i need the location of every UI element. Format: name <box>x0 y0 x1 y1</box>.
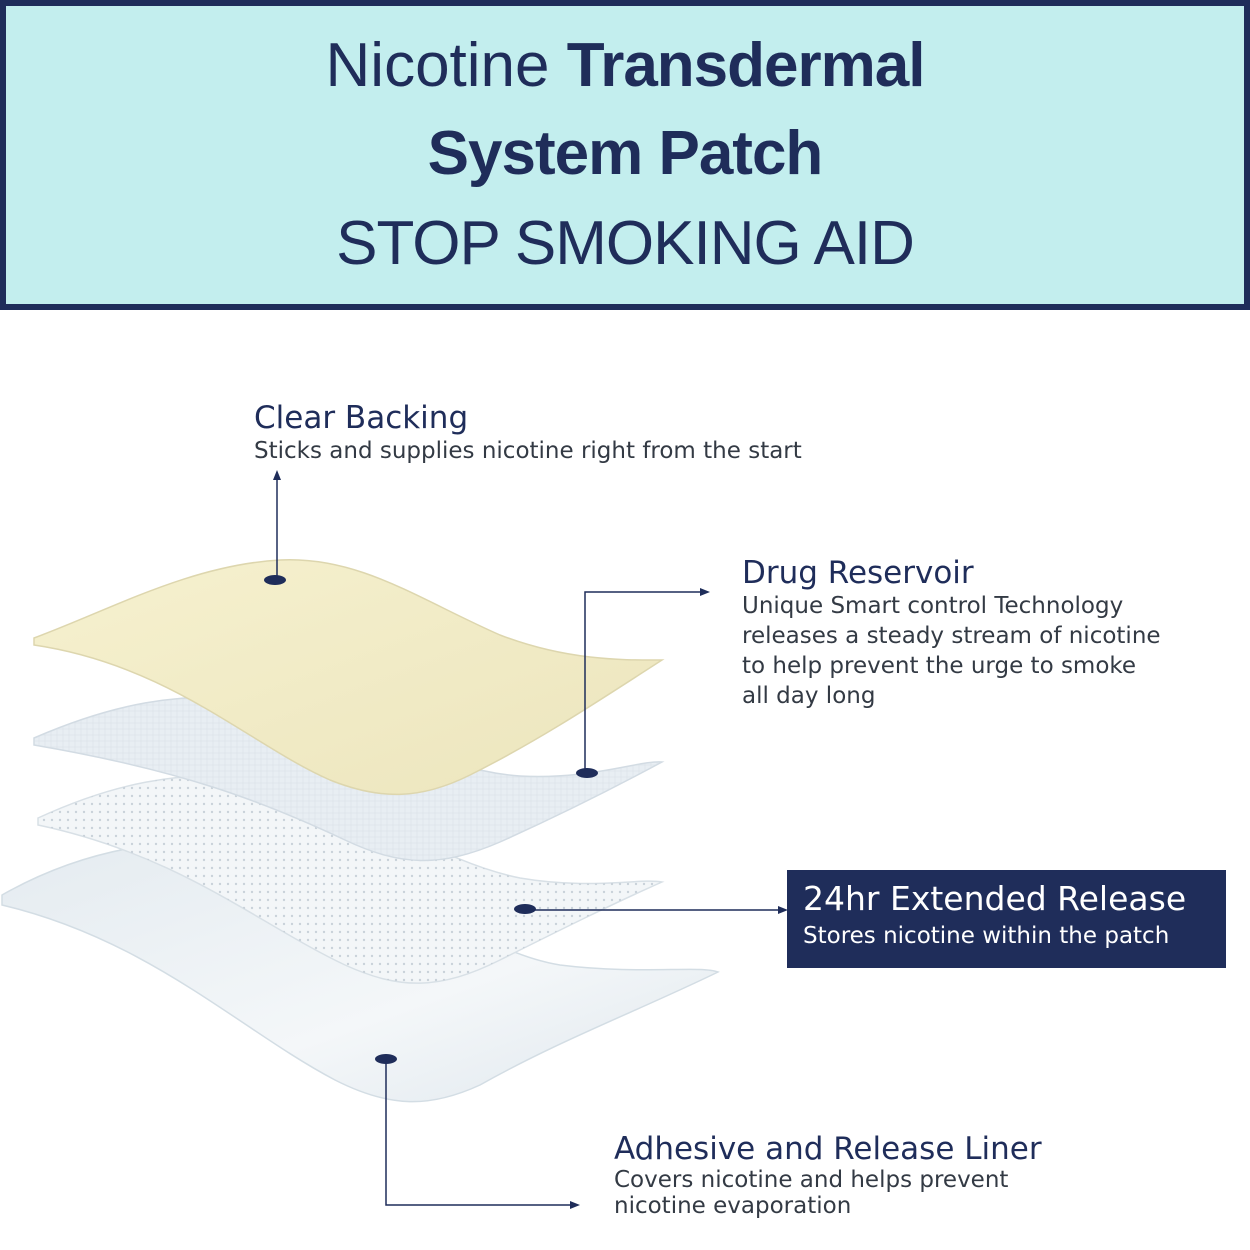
extended-release-description: Stores nicotine within the patch <box>803 923 1170 949</box>
drug-reservoir-label: Drug Reservoir Unique Smart control Tech… <box>742 555 1161 711</box>
clear-backing-arrowhead <box>273 470 281 480</box>
header-subtitle: STOP SMOKING AID <box>336 209 915 278</box>
drug-reservoir-connector <box>584 591 700 771</box>
clear-backing-description: Sticks and supplies nicotine right from … <box>254 438 802 464</box>
clear-backing-marker <box>264 575 286 585</box>
adhesive-liner-title: Adhesive and Release Liner <box>614 1131 1042 1167</box>
extended-release-title: 24hr Extended Release <box>803 879 1187 918</box>
adhesive-liner-description-line-1: Covers nicotine and helps prevent <box>614 1167 1009 1193</box>
clear-backing-label: Clear Backing Sticks and supplies nicoti… <box>254 400 802 466</box>
adhesive-liner-arrowhead <box>570 1201 580 1209</box>
drug-reservoir-description-line-1: Unique Smart control Technology <box>742 593 1124 619</box>
drug-reservoir-title: Drug Reservoir <box>742 555 974 591</box>
release-layer-texture <box>38 776 662 984</box>
drug-reservoir-description-line-4: all day long <box>742 683 876 709</box>
adhesive-liner-connector <box>385 1059 570 1206</box>
header-title-bold: Transdermal <box>566 31 926 100</box>
drug-reservoir-description-line-2: releases a steady stream of nicotine <box>742 623 1161 649</box>
extended-release-label: 24hr Extended Release Stores nicotine wi… <box>787 870 1226 968</box>
header-banner: Nicotine Transdermal System Patch STOP S… <box>0 0 1250 310</box>
adhesive-liner-description-line-2: nicotine evaporation <box>614 1193 852 1219</box>
header-title-regular: Nicotine <box>325 31 550 100</box>
adhesive-liner-label: Adhesive and Release Liner Covers nicoti… <box>614 1131 1042 1219</box>
clear-backing-title: Clear Backing <box>254 400 469 436</box>
header-title-line-2: System Patch <box>427 119 824 188</box>
drug-reservoir-marker <box>576 768 598 778</box>
extended-release-arrowhead <box>778 906 788 914</box>
header-title-line-1: Nicotine Transdermal <box>6 30 1244 101</box>
extended-release-marker <box>514 904 536 914</box>
clear-backing-layer <box>33 559 665 796</box>
drug-reservoir-description-line-3: to help prevent the urge to smoke <box>742 653 1137 679</box>
drug-reservoir-arrowhead <box>700 588 710 596</box>
